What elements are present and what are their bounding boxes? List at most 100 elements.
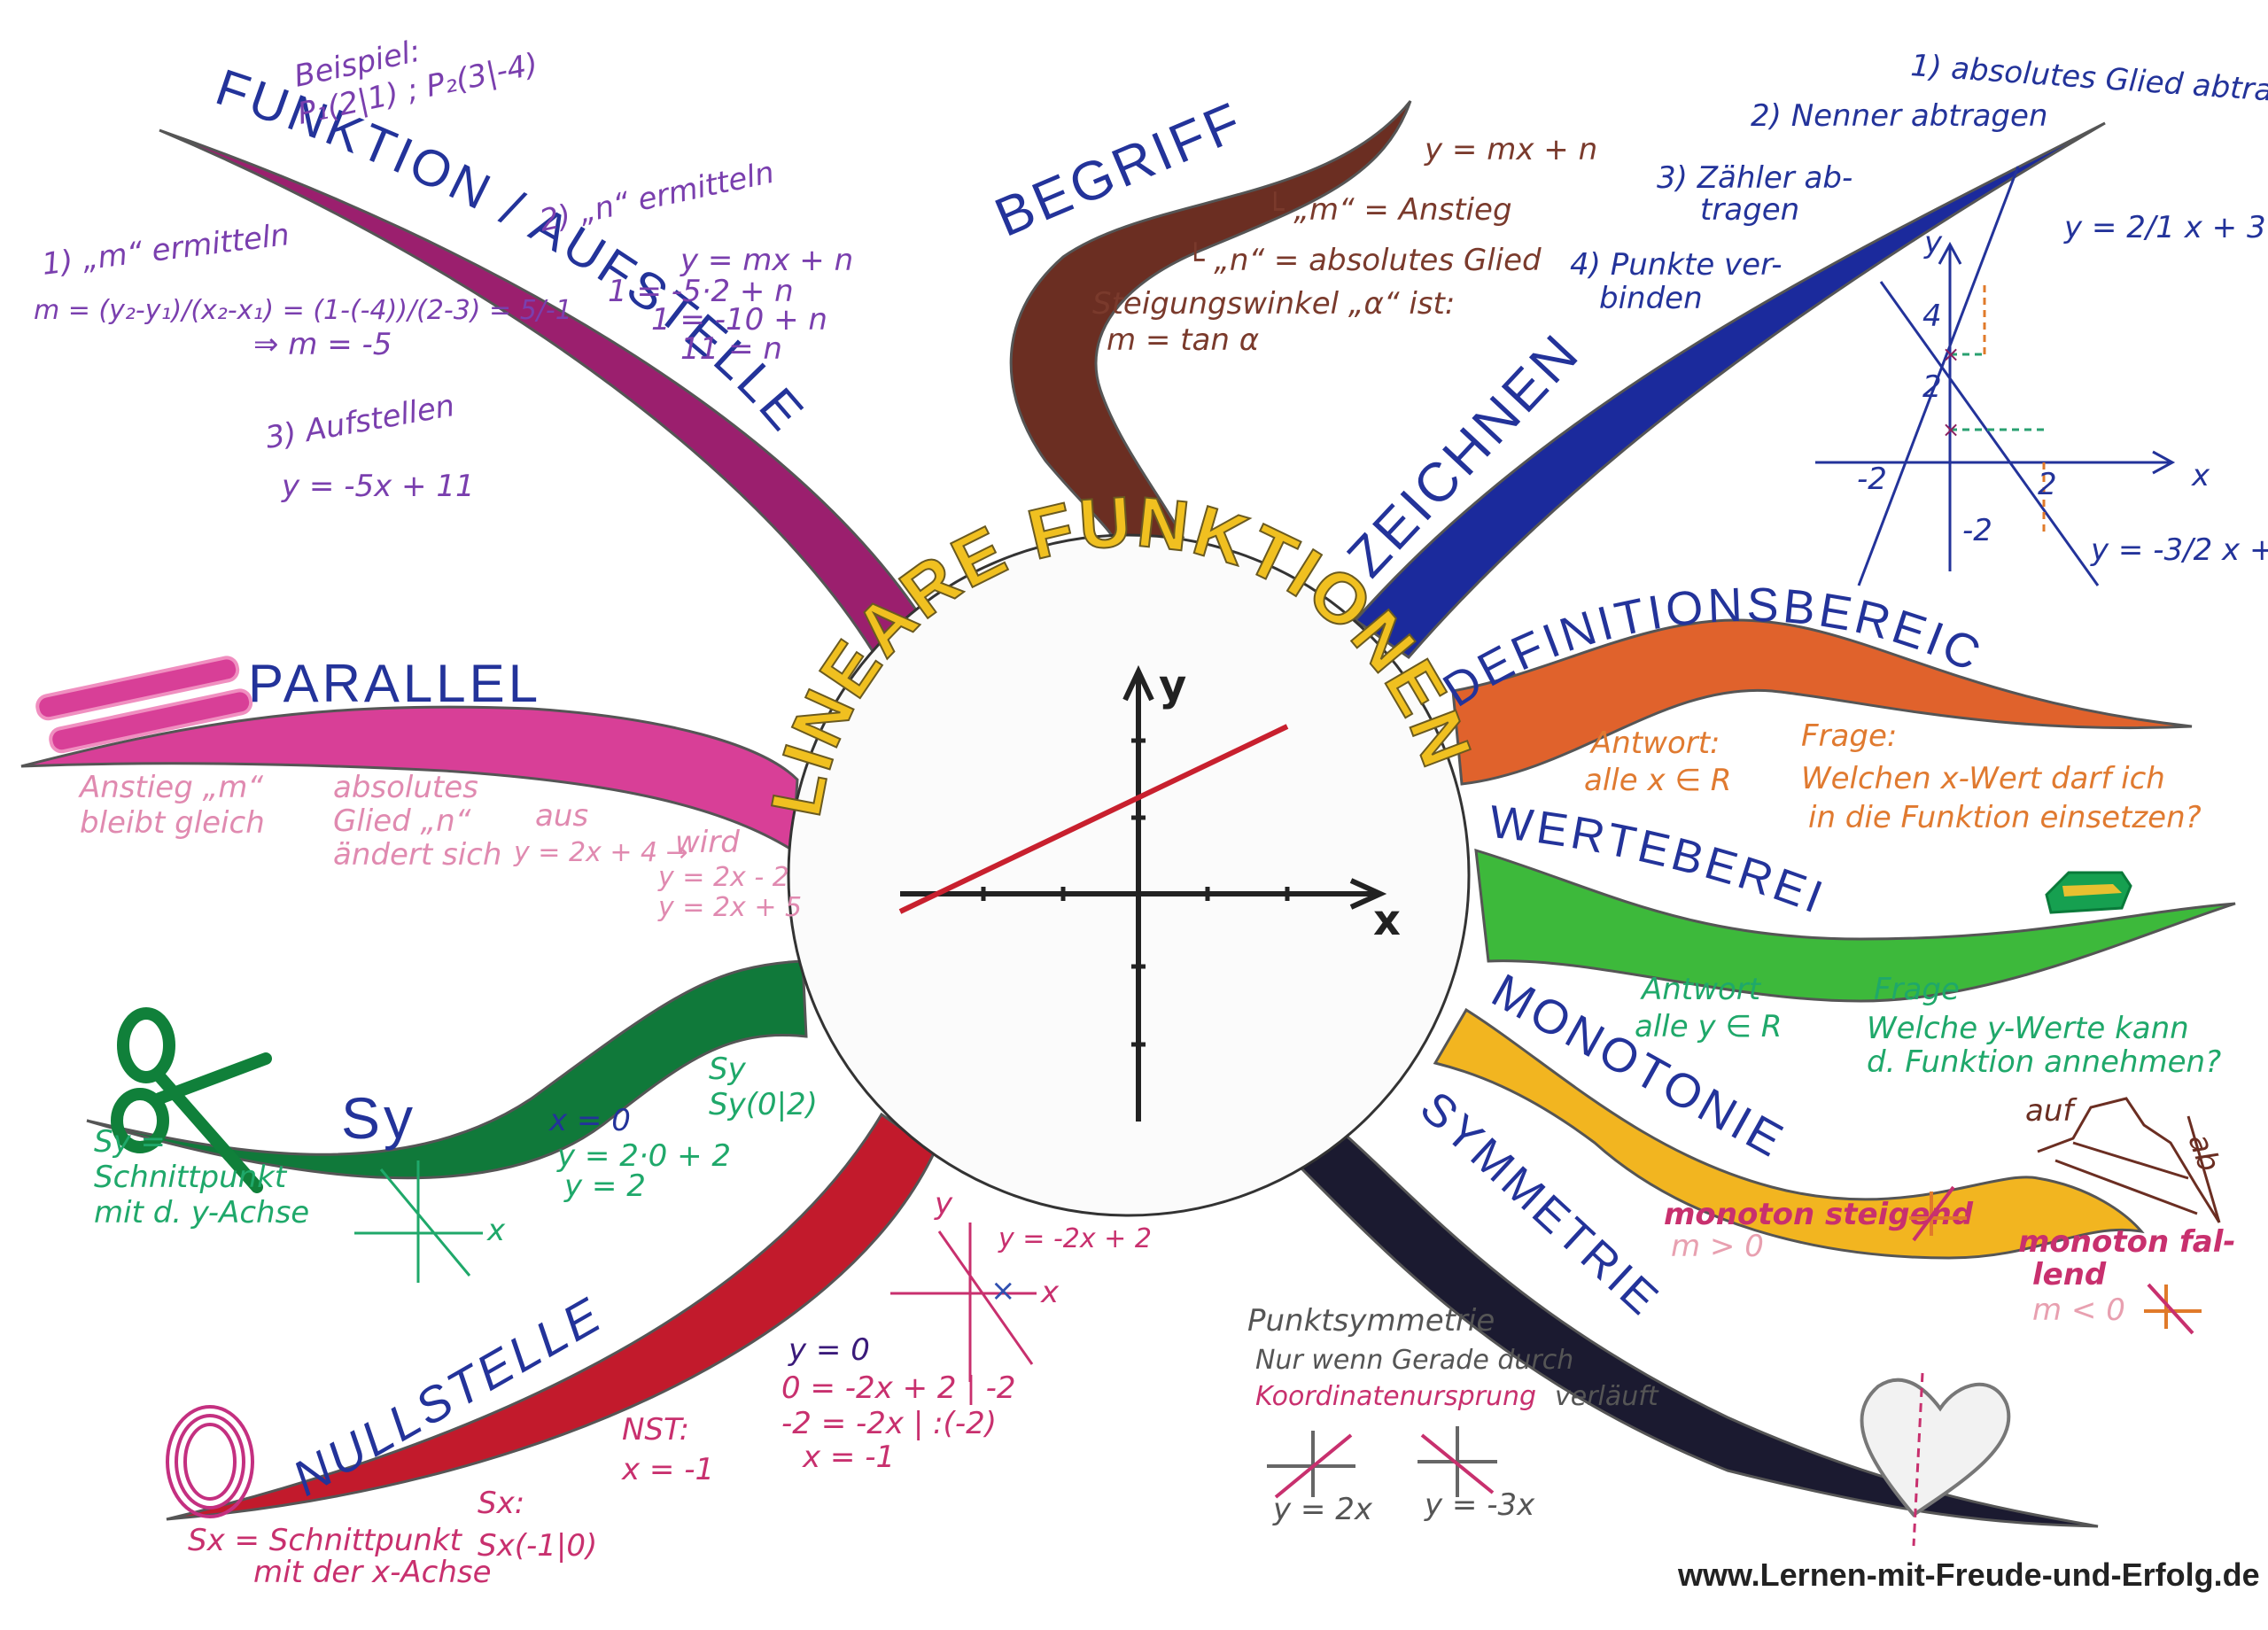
werte-answer: alle y ∈ R	[1635, 1009, 1782, 1044]
zeichnen-step: 2) Nenner abtragen	[1751, 98, 2047, 134]
symmetrie-notes: Punktsymmetrie Nur wenn Gerade durch Koo…	[1247, 1303, 1659, 1527]
step2-line: 1 = -10 + n	[651, 302, 827, 338]
definition-answer: alle x ∈ R	[1584, 763, 1731, 798]
definition-question: Frage:	[1801, 718, 1897, 754]
sy-graph-axis-x: x	[486, 1213, 506, 1248]
rising-graph-icon	[1909, 1185, 1967, 1242]
nullstelle-note: Sx = Schnittpunkt	[188, 1523, 463, 1558]
nullstelle-nst: x = -1	[621, 1452, 714, 1487]
definition-question: in die Funktion einsetzen?	[1808, 800, 2202, 835]
step1-formula: m = (y₂-y₁)/(x₂-x₁) = (1-(-4))/(2-3) = 5…	[34, 295, 572, 326]
sy-result: Sy	[709, 1052, 747, 1087]
monotonie-rising: m > 0	[1671, 1229, 1764, 1264]
step2-line: 1 = -5·2 + n	[608, 274, 794, 309]
symmetrie-line: Koordinatenursprung	[1255, 1381, 1536, 1412]
eraser-icon	[2045, 871, 2132, 914]
step3-result: y = -5x + 11	[281, 469, 475, 504]
graph-tick: 2	[2038, 467, 2057, 502]
parallel-example: y = 2x - 2	[657, 862, 789, 893]
heart-icon	[1860, 1372, 2011, 1547]
werte-question: Welche y-Werte kann	[1867, 1011, 2189, 1046]
graph-tick: -2	[1857, 462, 1887, 497]
nullstelle-notes: Sx = Schnittpunkt mit der x-Achse Sx: Sx…	[188, 1223, 1152, 1590]
parallel-example: y = 2x + 5	[657, 892, 802, 923]
sy-result: Sy(0|2)	[709, 1087, 818, 1122]
sy-calc: y = 2·0 + 2	[556, 1138, 731, 1174]
begriffe-line: Steigungswinkel „α“ ist:	[1092, 286, 1455, 322]
center-node: LINEARE FUNKTIONEN y x	[755, 481, 1487, 1217]
sy-calc: y = 2	[563, 1168, 646, 1204]
graph-eq-2: y = -3/2 x + 1	[2090, 532, 2268, 568]
monotonie-falling: monoton fal-	[2018, 1224, 2236, 1260]
step3-title: 3) Aufstellen	[263, 388, 457, 456]
begriffe-notes: y = mx + n └ „m“ = Anstieg └ „n“ = absol…	[1092, 132, 1597, 358]
label-sy: Sy	[341, 1085, 416, 1151]
begriffe-line: m = tan α	[1107, 322, 1259, 358]
parallel-note: absolutes	[333, 770, 478, 805]
svg-text:×: ×	[1942, 417, 1960, 442]
svg-text:×: ×	[1942, 342, 1960, 367]
graph-axis-x: x	[2191, 458, 2210, 493]
zeichnen-step: 3) Zähler ab-	[1657, 160, 1852, 196]
sy-note: mit d. y-Achse	[94, 1195, 309, 1230]
nullstelle-mini-graph: × x y	[890, 1186, 1060, 1382]
symmetrie-example-graphs	[1267, 1426, 1497, 1499]
monotonie-notes: auf ab monoton steigend m > 0 monoton fa…	[1664, 1093, 2236, 1328]
parallel-notes: Anstieg „m“ bleibt gleich absolutes Glie…	[78, 770, 802, 923]
parallel-note: Anstieg „m“	[78, 770, 263, 805]
graph-tick: -2	[1962, 513, 1992, 548]
zeichnen-step: 4) Punkte ver-	[1570, 247, 1782, 283]
parallel-note: bleibt gleich	[80, 805, 265, 841]
center-graph	[898, 664, 1387, 1122]
graph-eq-1: y = 2/1 x + 3	[2063, 210, 2266, 245]
nullstelle-note: mit der x-Achse	[253, 1555, 492, 1590]
graph-line-2	[1879, 281, 2100, 586]
symmetrie-line: Nur wenn Gerade durch	[1255, 1345, 1573, 1376]
step2-title: 2) „n“ ermitteln	[537, 155, 778, 239]
parallel-example: y = 2x + 4 →	[513, 837, 688, 868]
falling-graph-icon	[2144, 1283, 2202, 1335]
werte-question: d. Funktion annehmen?	[1867, 1044, 2221, 1080]
branch-definitionsbereich	[1451, 618, 2193, 786]
werte-question: Frage	[1874, 972, 1960, 1007]
graph-line-1	[1857, 166, 2020, 586]
branch-wertebereich	[1474, 848, 2236, 1003]
nullstelle-sx: Sx:	[478, 1486, 524, 1521]
zeichnen-notes: 1) absolutes Glied abtragen 2) Nenner ab…	[1570, 48, 2268, 316]
begriffe-line: └ „n“ = absolutes Glied	[1186, 242, 1542, 278]
nullstelle-calc: 0 = -2x + 2 | -2	[781, 1370, 1015, 1406]
funktion-notes: Beispiel: P₁(2|1) ; P₂(3|-4) 1) „m“ ermi…	[34, 34, 853, 504]
step2-line: 11 = n	[680, 331, 782, 367]
monotonie-rising: monoton steigend	[1664, 1197, 1974, 1232]
symmetrie-line: verläuft	[1555, 1381, 1659, 1412]
sy-calc: x = 0	[548, 1103, 631, 1138]
werte-notes: Antwort alle y ∈ R Frage Welche y-Werte …	[1635, 972, 2221, 1080]
graph-tick: 2	[1922, 369, 1942, 405]
scissors-icon	[111, 1007, 272, 1193]
sy-mini-graph: x	[354, 1160, 506, 1283]
nullstelle-calc: y = 0	[788, 1332, 870, 1368]
zeichnen-step: tragen	[1700, 192, 1799, 228]
parallel-note: Glied „n“	[333, 803, 471, 839]
stairs-icon	[2037, 1097, 2221, 1223]
center-linear-function-line	[898, 724, 1289, 914]
definition-question: Welchen x-Wert darf ich	[1801, 761, 2165, 796]
parallel-bars-icon	[35, 656, 253, 754]
parallel-example: aus	[535, 798, 588, 834]
nullstelle-calc: -2 = -2x | :(-2)	[781, 1406, 997, 1441]
symmetrie-title: Punktsymmetrie	[1247, 1303, 1495, 1339]
definition-notes: Antwort: alle x ∈ R Frage: Welchen x-Wer…	[1584, 718, 2202, 835]
begriffe-line: └ „m“ = Anstieg	[1266, 191, 1512, 228]
definition-answer: Antwort:	[1589, 726, 1720, 761]
target-icon	[166, 1405, 254, 1518]
symmetrie-example: y = 2x	[1272, 1492, 1373, 1527]
nullstelle-sx: Sx(-1|0)	[478, 1528, 597, 1564]
step1-result: ⇒ m = -5	[253, 327, 392, 362]
footer-url[interactable]: www.Lernen-mit-Freude-und-Erfolg.de	[1677, 1556, 2260, 1593]
nullstelle-calc: x = -1	[802, 1440, 895, 1475]
sy-note: Schnittpunkt	[94, 1160, 288, 1195]
sy-notes: Sy = Schnittpunkt mit d. y-Achse x = 0 y…	[94, 1052, 818, 1230]
symmetrie-example: y = -3x	[1424, 1487, 1535, 1523]
step1-title: 1) „m“ ermitteln	[40, 217, 291, 283]
